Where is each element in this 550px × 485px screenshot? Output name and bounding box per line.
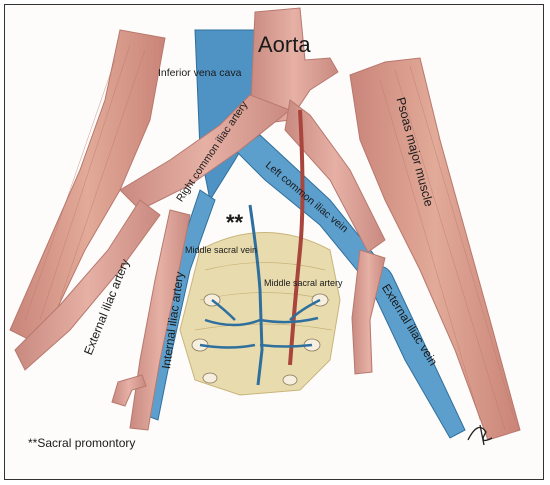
left-external-iliac-artery xyxy=(351,249,386,375)
middle-sacral-artery-label: Middle sacral artery xyxy=(264,278,343,288)
middle-sacral-vein-vessel xyxy=(248,204,264,386)
aorta-label: Aorta xyxy=(258,32,311,57)
sacral-promontory-marker: ** xyxy=(226,210,244,235)
middle-sacral-vein-label: Middle sacral vein xyxy=(185,245,258,255)
external-iliac-artery-vessel xyxy=(14,199,161,371)
artist-signature xyxy=(467,424,493,446)
left-common-iliac-artery xyxy=(284,99,386,253)
middle-sacral-artery-vessel xyxy=(288,109,305,366)
internal-iliac-branch xyxy=(111,374,147,407)
inferior-vena-cava-label: Inferior vena cava xyxy=(158,67,242,79)
footnote: **Sacral promontory xyxy=(28,436,136,450)
internal-iliac-artery-vessel xyxy=(129,209,191,431)
left-psoas-muscle xyxy=(349,57,521,441)
